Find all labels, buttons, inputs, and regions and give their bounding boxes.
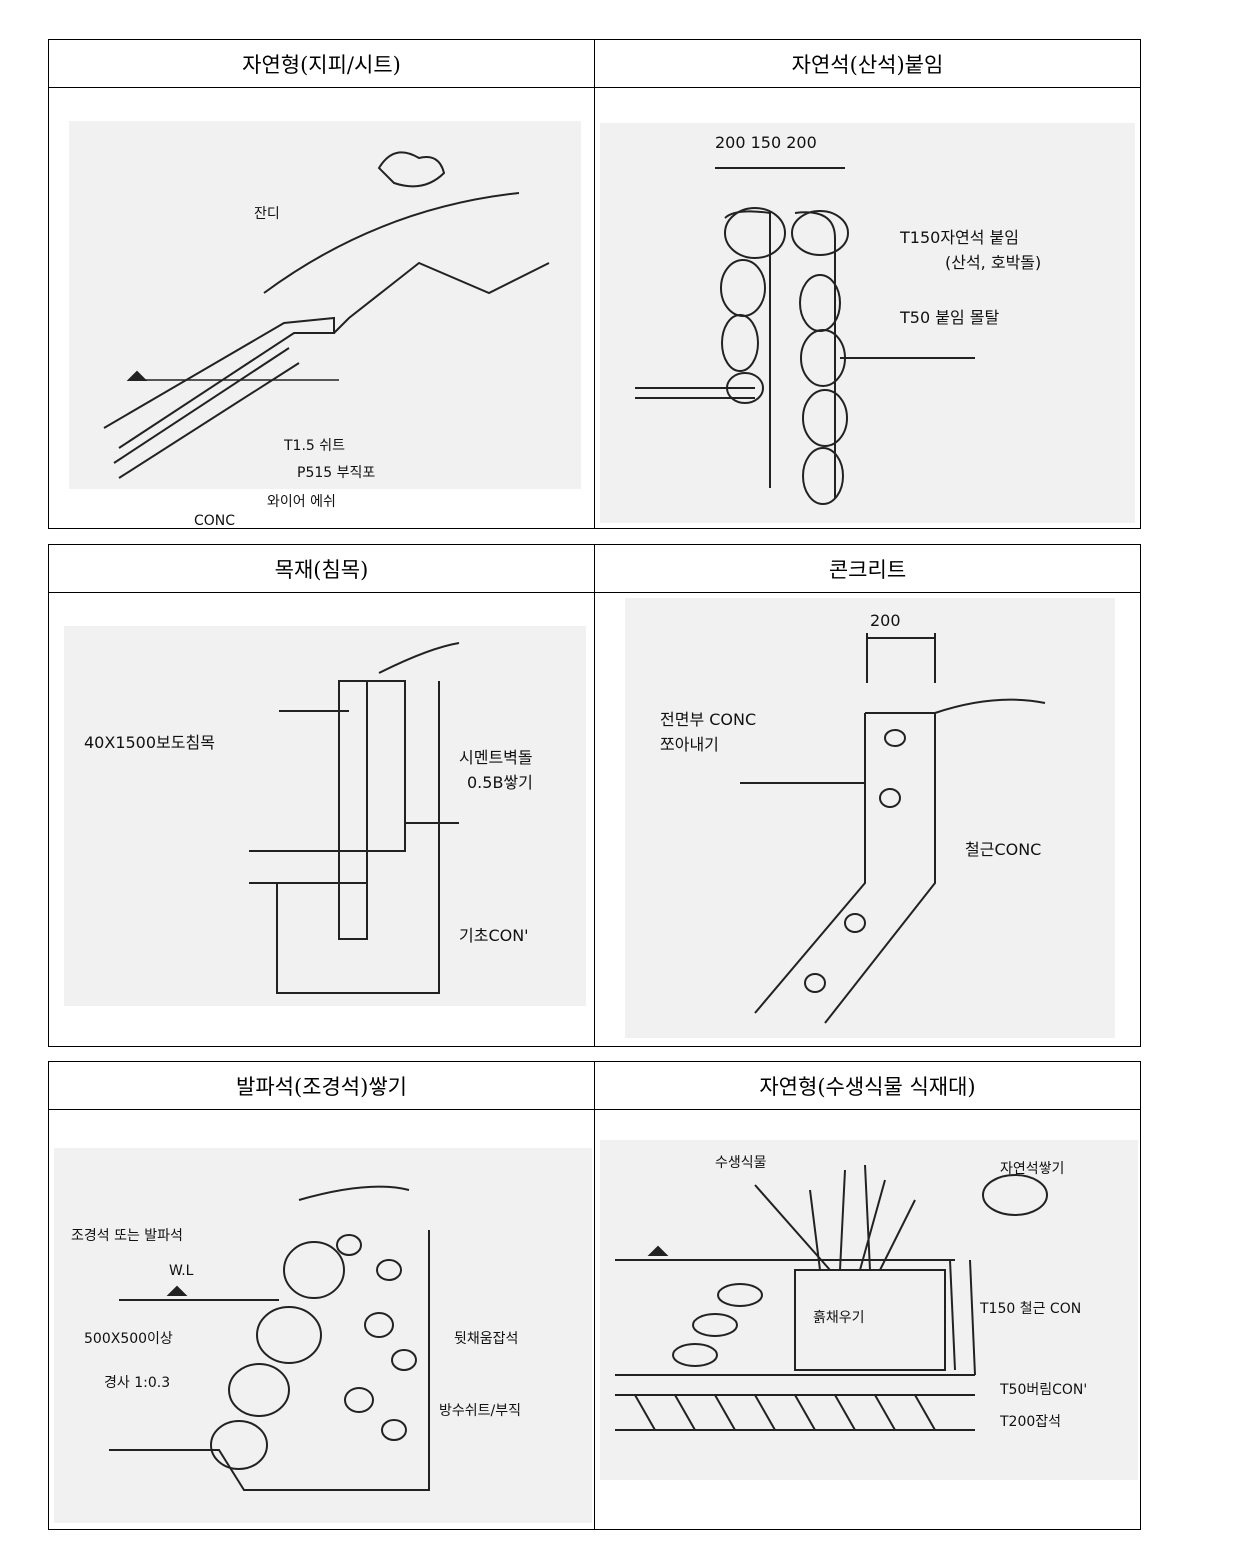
aquatic-plant-drawing: 수생식물 자연석쌓기 흙채우기 T150 철근 CON T50버림CON' T2… bbox=[600, 1140, 1138, 1480]
label-rc: 철근CONC bbox=[965, 840, 1041, 859]
label-size: 500X500이상 bbox=[84, 1331, 173, 1347]
figure-cell: 수생식물 자연석쌓기 흙채우기 T150 철근 CON T50버림CON' T2… bbox=[594, 1109, 1141, 1530]
panel-title: 콘크리트 bbox=[828, 557, 907, 582]
header-cell: 콘크리트 bbox=[594, 544, 1141, 593]
label-sheet: T1.5 쉬트 bbox=[283, 438, 345, 454]
detail-table-row-1: 자연형(지피/시트) 자연석(산석)붙임 잔디 T1.5 쉬트 P515 부직 bbox=[48, 39, 1141, 529]
timber-sleeper-drawing: 40X1500보도침목 시멘트벽돌 0.5B쌓기 기초CON' bbox=[64, 626, 586, 1006]
label-brick-sub: 0.5B쌓기 bbox=[467, 773, 533, 792]
label-front: 전면부 CONC bbox=[660, 710, 756, 729]
label-rc-con: T150 철근 CON bbox=[979, 1301, 1081, 1317]
header-cell: 자연형(지피/시트) bbox=[48, 39, 595, 88]
panel-title: 발파석(조경석)쌓기 bbox=[236, 1074, 407, 1099]
label-fabric: P515 부직포 bbox=[297, 465, 375, 481]
label-stone-sub: (산석, 호박돌) bbox=[945, 253, 1041, 272]
concrete-drawing: 200 전면부 CONC 쪼아내기 철근CONC bbox=[625, 598, 1115, 1038]
blast-stone-drawing: 조경석 또는 발파석 W.L 500X500이상 경사 1:0.3 뒷채움잡석 … bbox=[54, 1148, 592, 1523]
figure-cell: 200 전면부 CONC 쪼아내기 철근CONC bbox=[594, 592, 1141, 1047]
figure-cell: 조경석 또는 발파석 W.L 500X500이상 경사 1:0.3 뒷채움잡석 … bbox=[48, 1109, 595, 1530]
panel-title: 자연형(지피/시트) bbox=[242, 52, 401, 77]
label-front-sub: 쪼아내기 bbox=[660, 735, 719, 754]
label-stone: T150자연석 붙임 bbox=[899, 228, 1019, 247]
label-plants: 수생식물 bbox=[715, 1155, 767, 1171]
figure-cell: 200 150 200 T150자연석 붙임 (산석, 호박돌) T50 붙임 … bbox=[594, 87, 1141, 529]
panel-title: 자연형(수생식물 식재대) bbox=[759, 1074, 976, 1099]
label-blinding: T50버림CON' bbox=[999, 1382, 1087, 1398]
natural-sheet-drawing: 잔디 T1.5 쉬트 P515 부직포 와이어 에쉬 CONC bbox=[69, 121, 581, 528]
header-cell: 발파석(조경석)쌓기 bbox=[48, 1061, 595, 1110]
label-mesh: 와이어 에쉬 bbox=[267, 494, 336, 510]
label-natural-stone: 자연석쌓기 bbox=[1000, 1161, 1064, 1177]
header-cell: 자연석(산석)붙임 bbox=[594, 39, 1141, 88]
detail-table-row-3: 발파석(조경석)쌓기 자연형(수생식물 식재대) bbox=[48, 1061, 1141, 1530]
label-sleeper: 40X1500보도침목 bbox=[84, 733, 215, 752]
detail-table-row-2: 목재(침목) 콘크리트 40X1500보도침목 시멘트벽돌 0.5B쌓기 기초C… bbox=[48, 544, 1141, 1047]
header-cell: 목재(침목) bbox=[48, 544, 595, 593]
label-conc: CONC bbox=[194, 513, 235, 528]
label-grass: 잔디 bbox=[254, 206, 280, 222]
label-base: 기초CON' bbox=[459, 926, 529, 945]
header-cell: 자연형(수생식물 식재대) bbox=[594, 1061, 1141, 1110]
label-mortar: T50 붙임 몰탈 bbox=[899, 308, 999, 327]
label-stone: 조경석 또는 발파석 bbox=[71, 1228, 183, 1244]
label-wl: W.L bbox=[169, 1263, 194, 1279]
figure-cell: 잔디 T1.5 쉬트 P515 부직포 와이어 에쉬 CONC bbox=[48, 87, 595, 529]
label-dimension: 200 bbox=[870, 611, 901, 630]
label-dimensions: 200 150 200 bbox=[715, 133, 817, 152]
label-backfill: 뒷채움잡석 bbox=[454, 1331, 518, 1347]
panel-title: 자연석(산석)붙임 bbox=[791, 52, 944, 77]
natural-stone-drawing: 200 150 200 T150자연석 붙임 (산석, 호박돌) T50 붙임 … bbox=[600, 123, 1135, 523]
label-soil: 흙채우기 bbox=[813, 1310, 865, 1326]
label-gravel: T200잡석 bbox=[999, 1414, 1061, 1430]
figure-cell: 40X1500보도침목 시멘트벽돌 0.5B쌓기 기초CON' bbox=[48, 592, 595, 1047]
panel-title: 목재(침목) bbox=[274, 557, 369, 582]
label-sheet: 방수쉬트/부직 bbox=[439, 1403, 521, 1419]
label-brick: 시멘트벽돌 bbox=[459, 748, 533, 767]
label-slope: 경사 1:0.3 bbox=[104, 1375, 170, 1391]
